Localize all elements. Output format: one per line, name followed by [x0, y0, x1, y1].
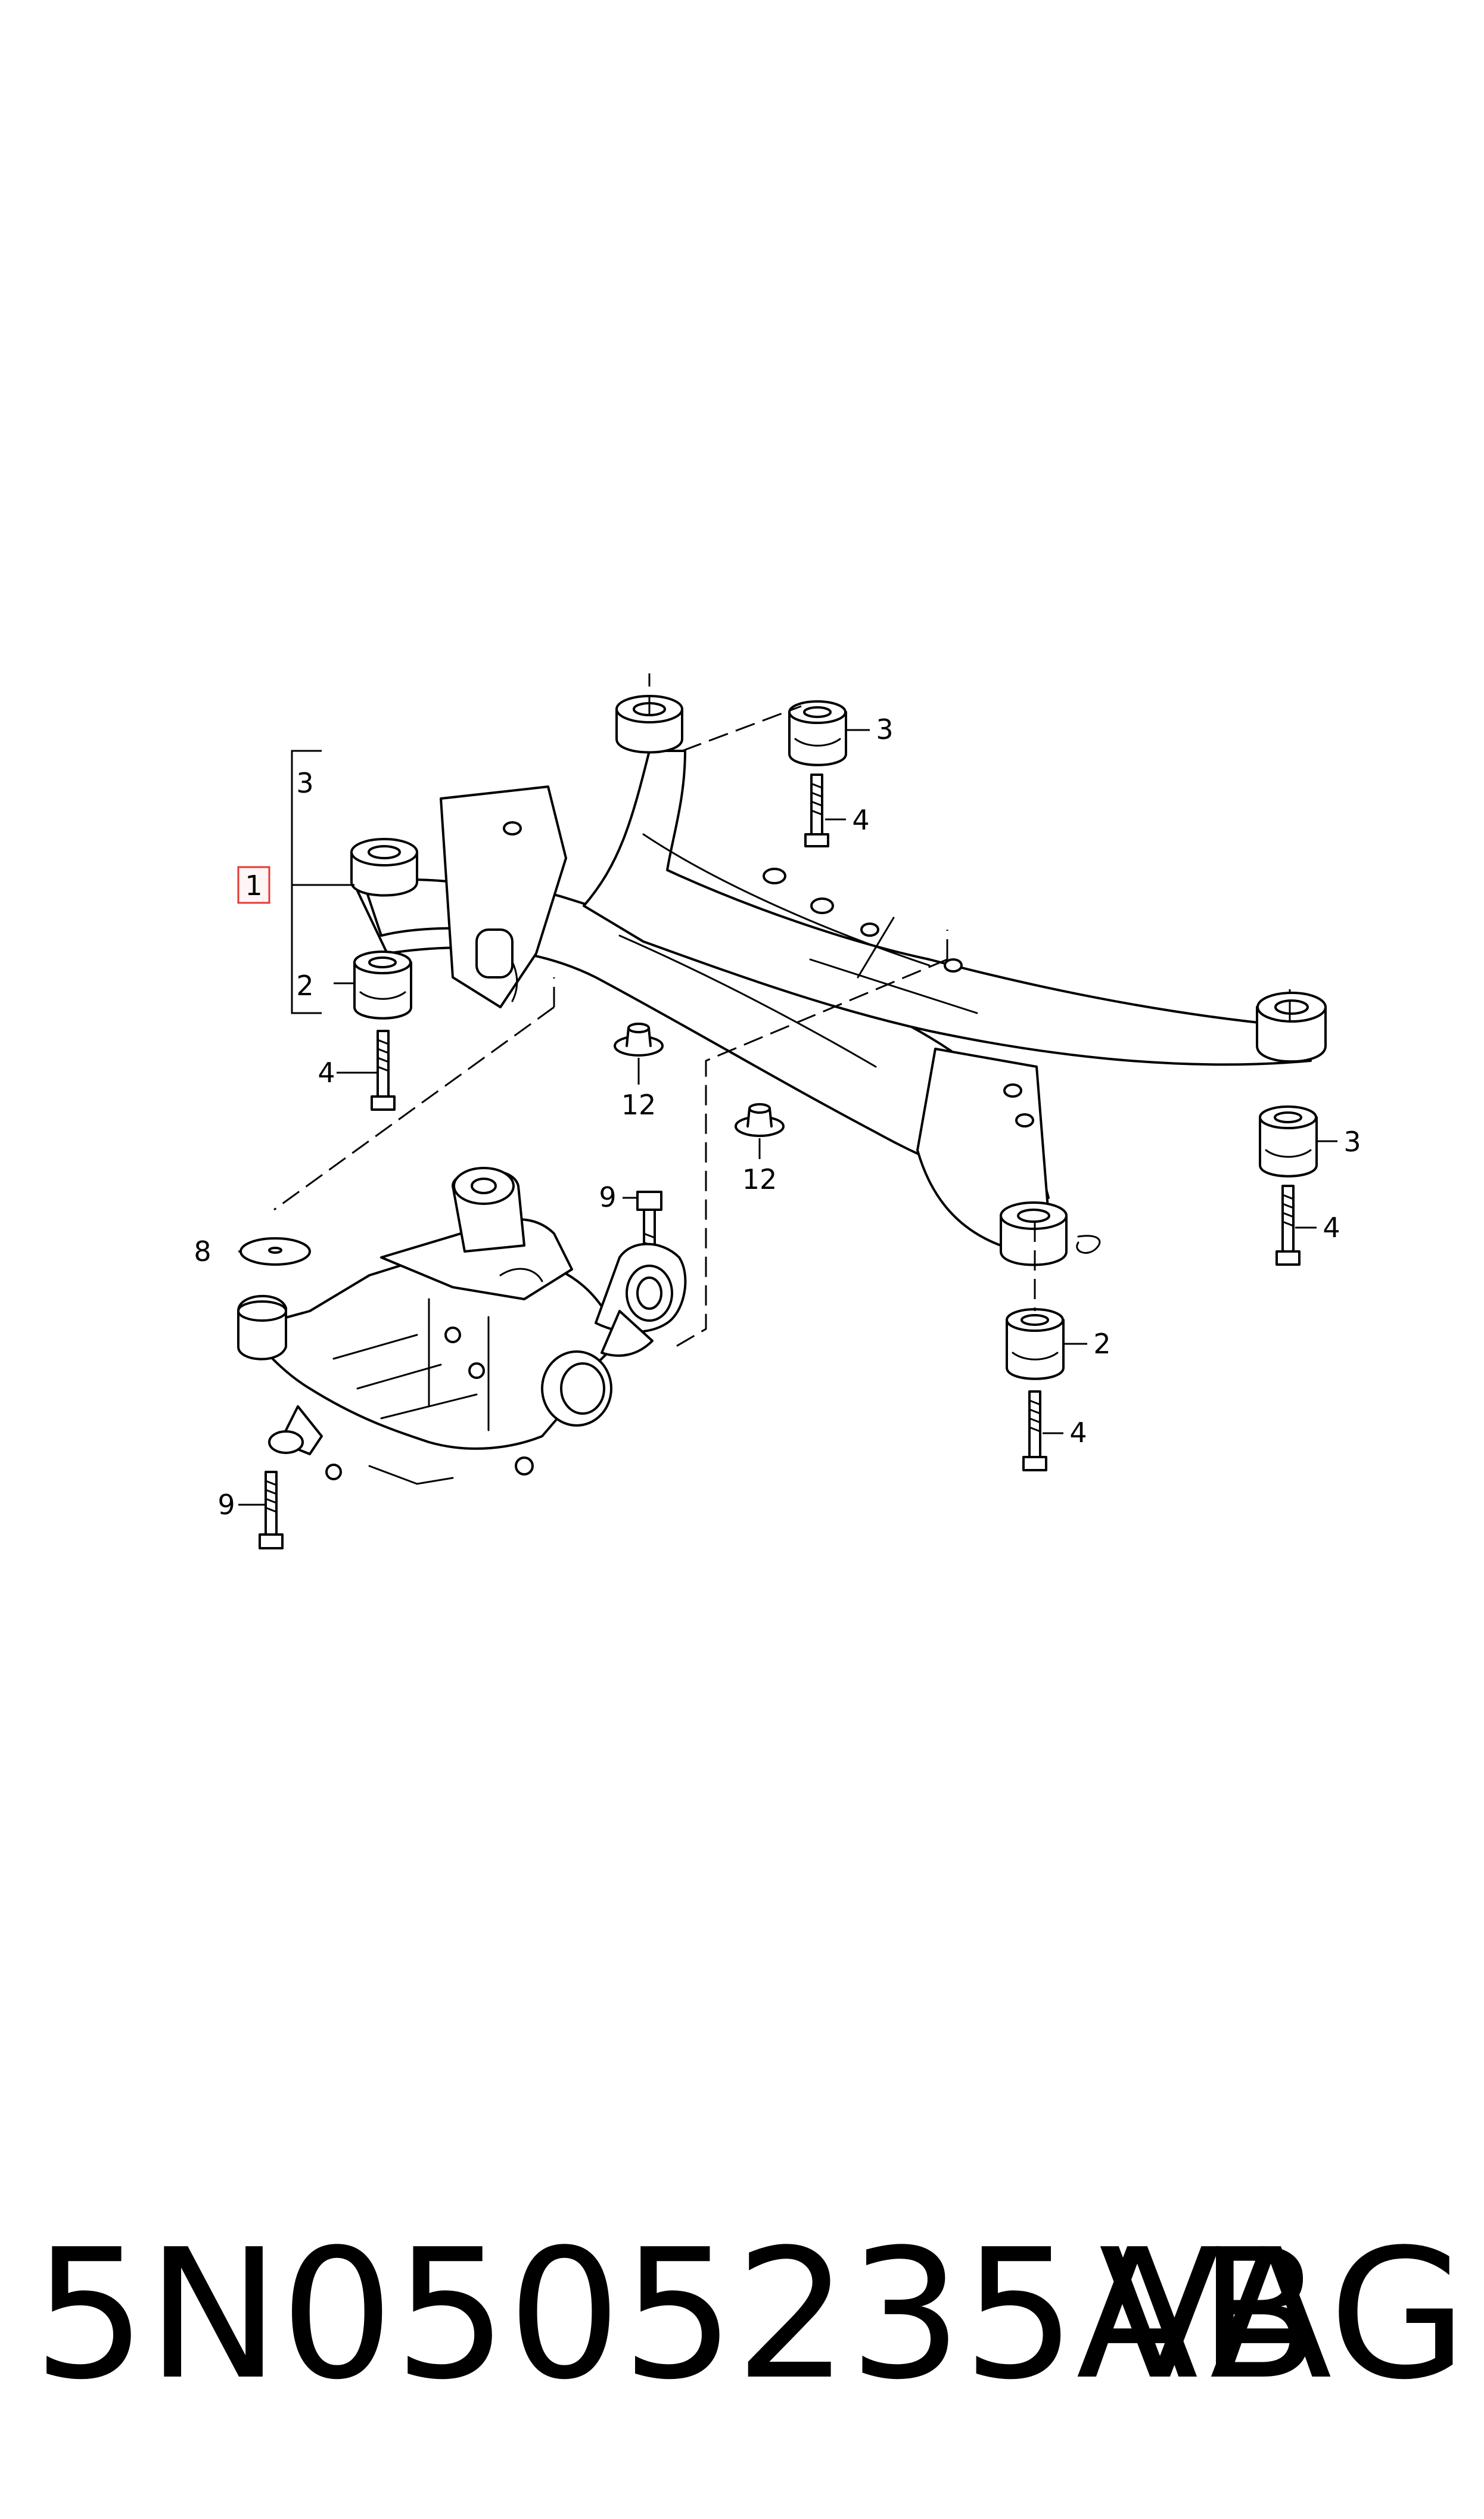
callout-4: 4	[1323, 1212, 1340, 1244]
bolt	[371, 1030, 396, 1111]
callout-4: 4	[1069, 1417, 1087, 1449]
rear-subframe	[350, 695, 1327, 1266]
bushing-lower-right	[1006, 1308, 1065, 1380]
bolt	[1022, 1390, 1047, 1471]
mount-cup	[350, 838, 418, 897]
callout-leaders	[238, 729, 1337, 1506]
flange-nut	[735, 1103, 785, 1137]
flange-nut	[614, 1023, 664, 1057]
rear-differential	[237, 1167, 687, 1485]
bolt	[259, 1471, 284, 1549]
assembly-guide-lines	[273, 673, 1291, 1351]
callout-12: 12	[621, 1089, 657, 1121]
bushing-right	[1259, 1105, 1318, 1178]
callout-1-highlight-box	[237, 866, 270, 904]
callout-9: 9	[599, 1181, 616, 1213]
callout-9: 9	[217, 1489, 235, 1521]
callout-8: 8	[194, 1235, 211, 1268]
callout-3: 3	[1343, 1126, 1361, 1158]
washer	[239, 1237, 311, 1266]
mount-cup	[1256, 992, 1327, 1063]
callout-4: 4	[852, 804, 869, 836]
callout-3: 3	[876, 713, 893, 746]
mount-cup	[1000, 1201, 1068, 1266]
callout-2: 2	[296, 970, 313, 1002]
part-number: 5N0505235AB	[33, 2211, 1321, 2419]
callout-4: 4	[318, 1057, 335, 1089]
bolt	[804, 774, 829, 847]
callout-3: 3	[296, 767, 313, 799]
callout-12: 12	[742, 1163, 777, 1195]
callout-1: 1	[245, 869, 262, 902]
bushing-upper-right	[788, 700, 847, 766]
callout-2-lower-right: 2	[1093, 1328, 1110, 1360]
bushing-left	[353, 951, 412, 1020]
brand-name: VAG	[1099, 2211, 1467, 2419]
bolt	[1275, 1185, 1301, 1266]
